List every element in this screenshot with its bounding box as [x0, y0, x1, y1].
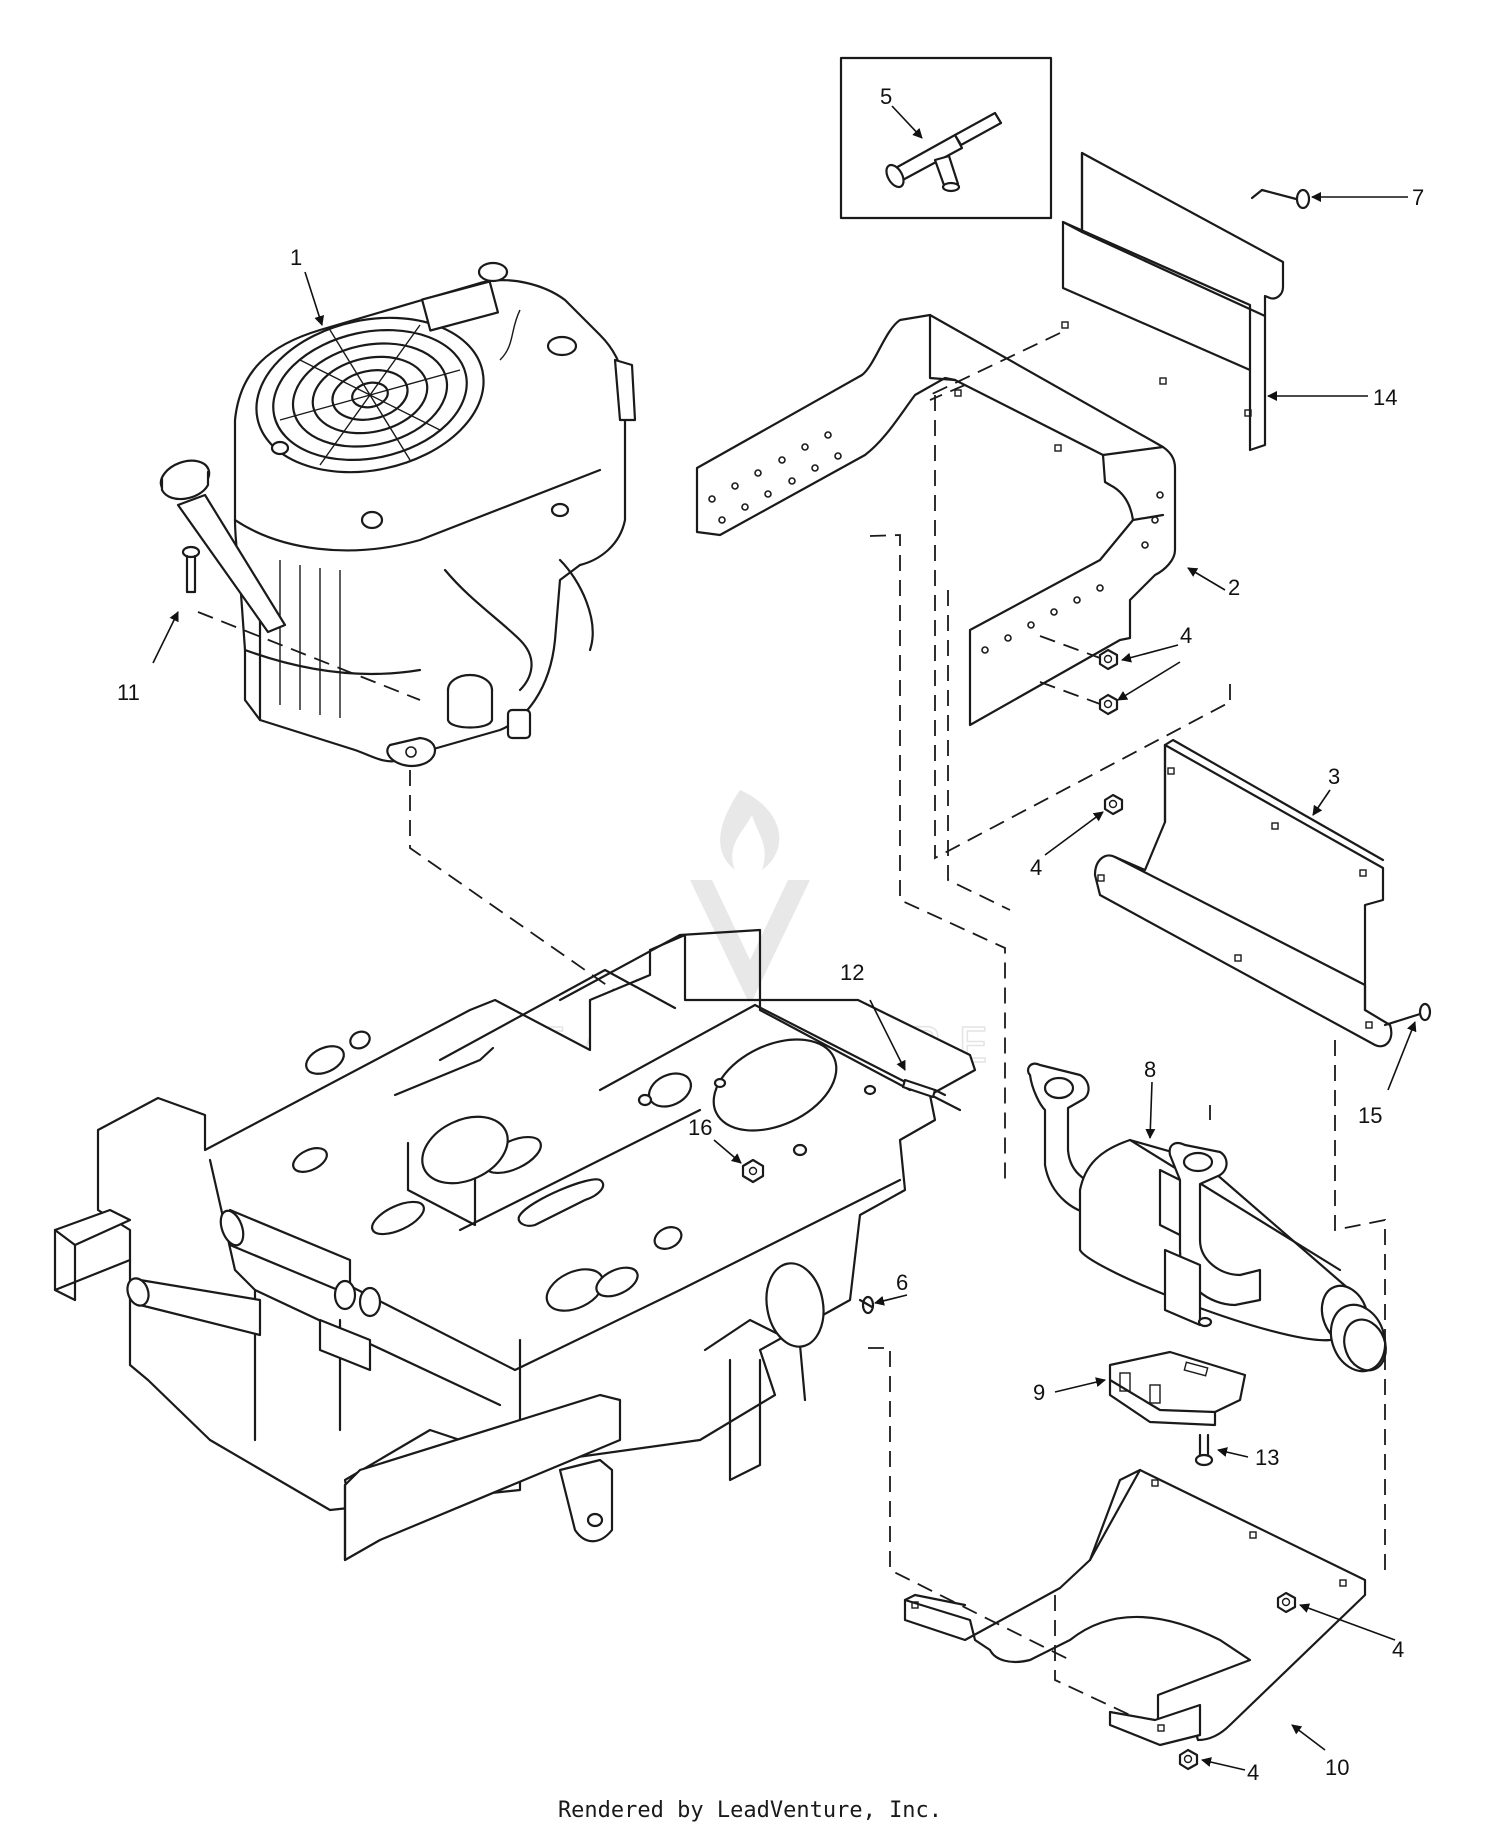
nut-part-4-d — [1276, 1591, 1297, 1614]
plate-part-10 — [903, 1468, 1367, 1747]
callout-9: 9 — [1033, 1380, 1045, 1405]
nut-part-16 — [741, 1158, 765, 1184]
chassis-frame — [96, 928, 977, 1512]
nut-part-4-e — [1178, 1748, 1199, 1771]
bracket-part-2 — [695, 313, 1177, 727]
bolt-part-7 — [1250, 188, 1311, 210]
bracket-part-9 — [1108, 1350, 1247, 1427]
bolt-part-6 — [858, 1295, 875, 1315]
fitting-part-5 — [885, 111, 1003, 193]
callout-10: 10 — [1325, 1755, 1349, 1780]
callout-13: 13 — [1255, 1445, 1279, 1470]
bolt-part-12 — [901, 1078, 947, 1099]
nut-part-4-c — [1103, 793, 1124, 816]
callout-1: 1 — [290, 245, 302, 270]
callout-14: 14 — [1373, 385, 1397, 410]
engine-part-1 — [233, 261, 637, 768]
callout-5: 5 — [880, 84, 892, 109]
callout-4-b: 4 — [1030, 855, 1042, 880]
plate-part-3 — [1093, 738, 1393, 1048]
bolt-part-11 — [181, 545, 201, 594]
callout-8: 8 — [1144, 1057, 1156, 1082]
callout-4-a: 4 — [1180, 623, 1192, 648]
callout-12: 12 — [840, 960, 864, 985]
callout-15: 15 — [1358, 1103, 1382, 1128]
callout-3: 3 — [1328, 764, 1340, 789]
footer-credit: Rendered by LeadVenture, Inc. — [557, 1798, 943, 1823]
callout-7: 7 — [1412, 185, 1424, 210]
screw-part-15 — [1383, 1002, 1432, 1027]
bolt-part-13 — [1194, 1433, 1214, 1467]
inset-box-part-5 — [839, 56, 1053, 220]
callout-16: 16 — [688, 1115, 712, 1140]
callout-4-c: 4 — [1392, 1637, 1404, 1662]
leader-lines — [152, 105, 1417, 1771]
bracket-holes — [708, 389, 1164, 654]
front-axle-tubes — [53, 1208, 622, 1562]
muffler-part-8 — [1026, 1062, 1387, 1373]
nut-part-4-a — [1098, 648, 1119, 671]
callout-11: 11 — [117, 680, 140, 705]
callout-2: 2 — [1228, 575, 1240, 600]
callout-4-d: 4 — [1247, 1760, 1259, 1785]
callout-6: 6 — [896, 1270, 908, 1295]
dipstick-tube — [159, 459, 287, 634]
callout-labels: 1 2 3 4 5 6 7 8 9 10 11 12 13 14 15 16 4… — [117, 84, 1424, 1785]
nut-part-4-b — [1098, 693, 1119, 716]
plate-part-14 — [1061, 151, 1285, 452]
